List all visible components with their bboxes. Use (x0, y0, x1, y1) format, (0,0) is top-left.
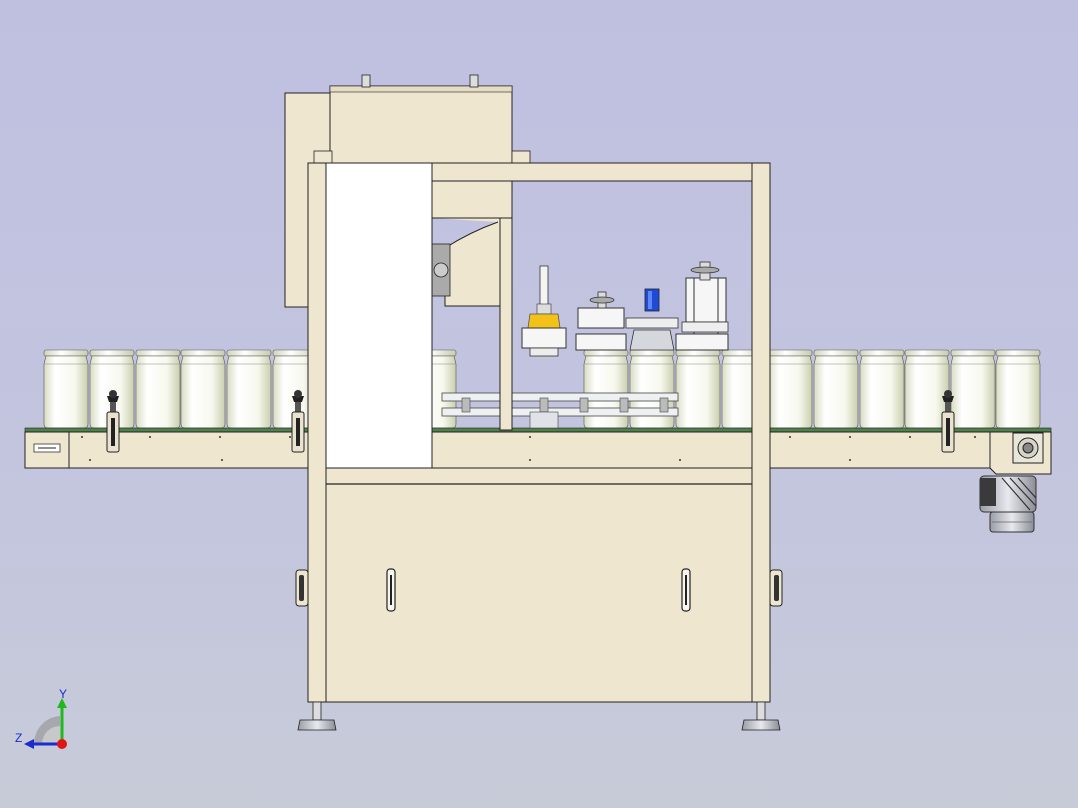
leveling-feet (297, 701, 781, 731)
capping-turret (441, 261, 729, 429)
drive-motor (979, 475, 1037, 533)
cabinet-door-handles (386, 568, 691, 612)
conveyor-bolts (81, 436, 976, 461)
axis-triad-icon (24, 698, 67, 749)
z-axis-label: Z (15, 731, 23, 745)
main-frame (307, 162, 771, 703)
conveyor (24, 427, 1052, 475)
side-hinges (295, 569, 783, 607)
coordinate-triad: Y Z (12, 684, 82, 754)
y-axis-label: Y (59, 687, 68, 701)
